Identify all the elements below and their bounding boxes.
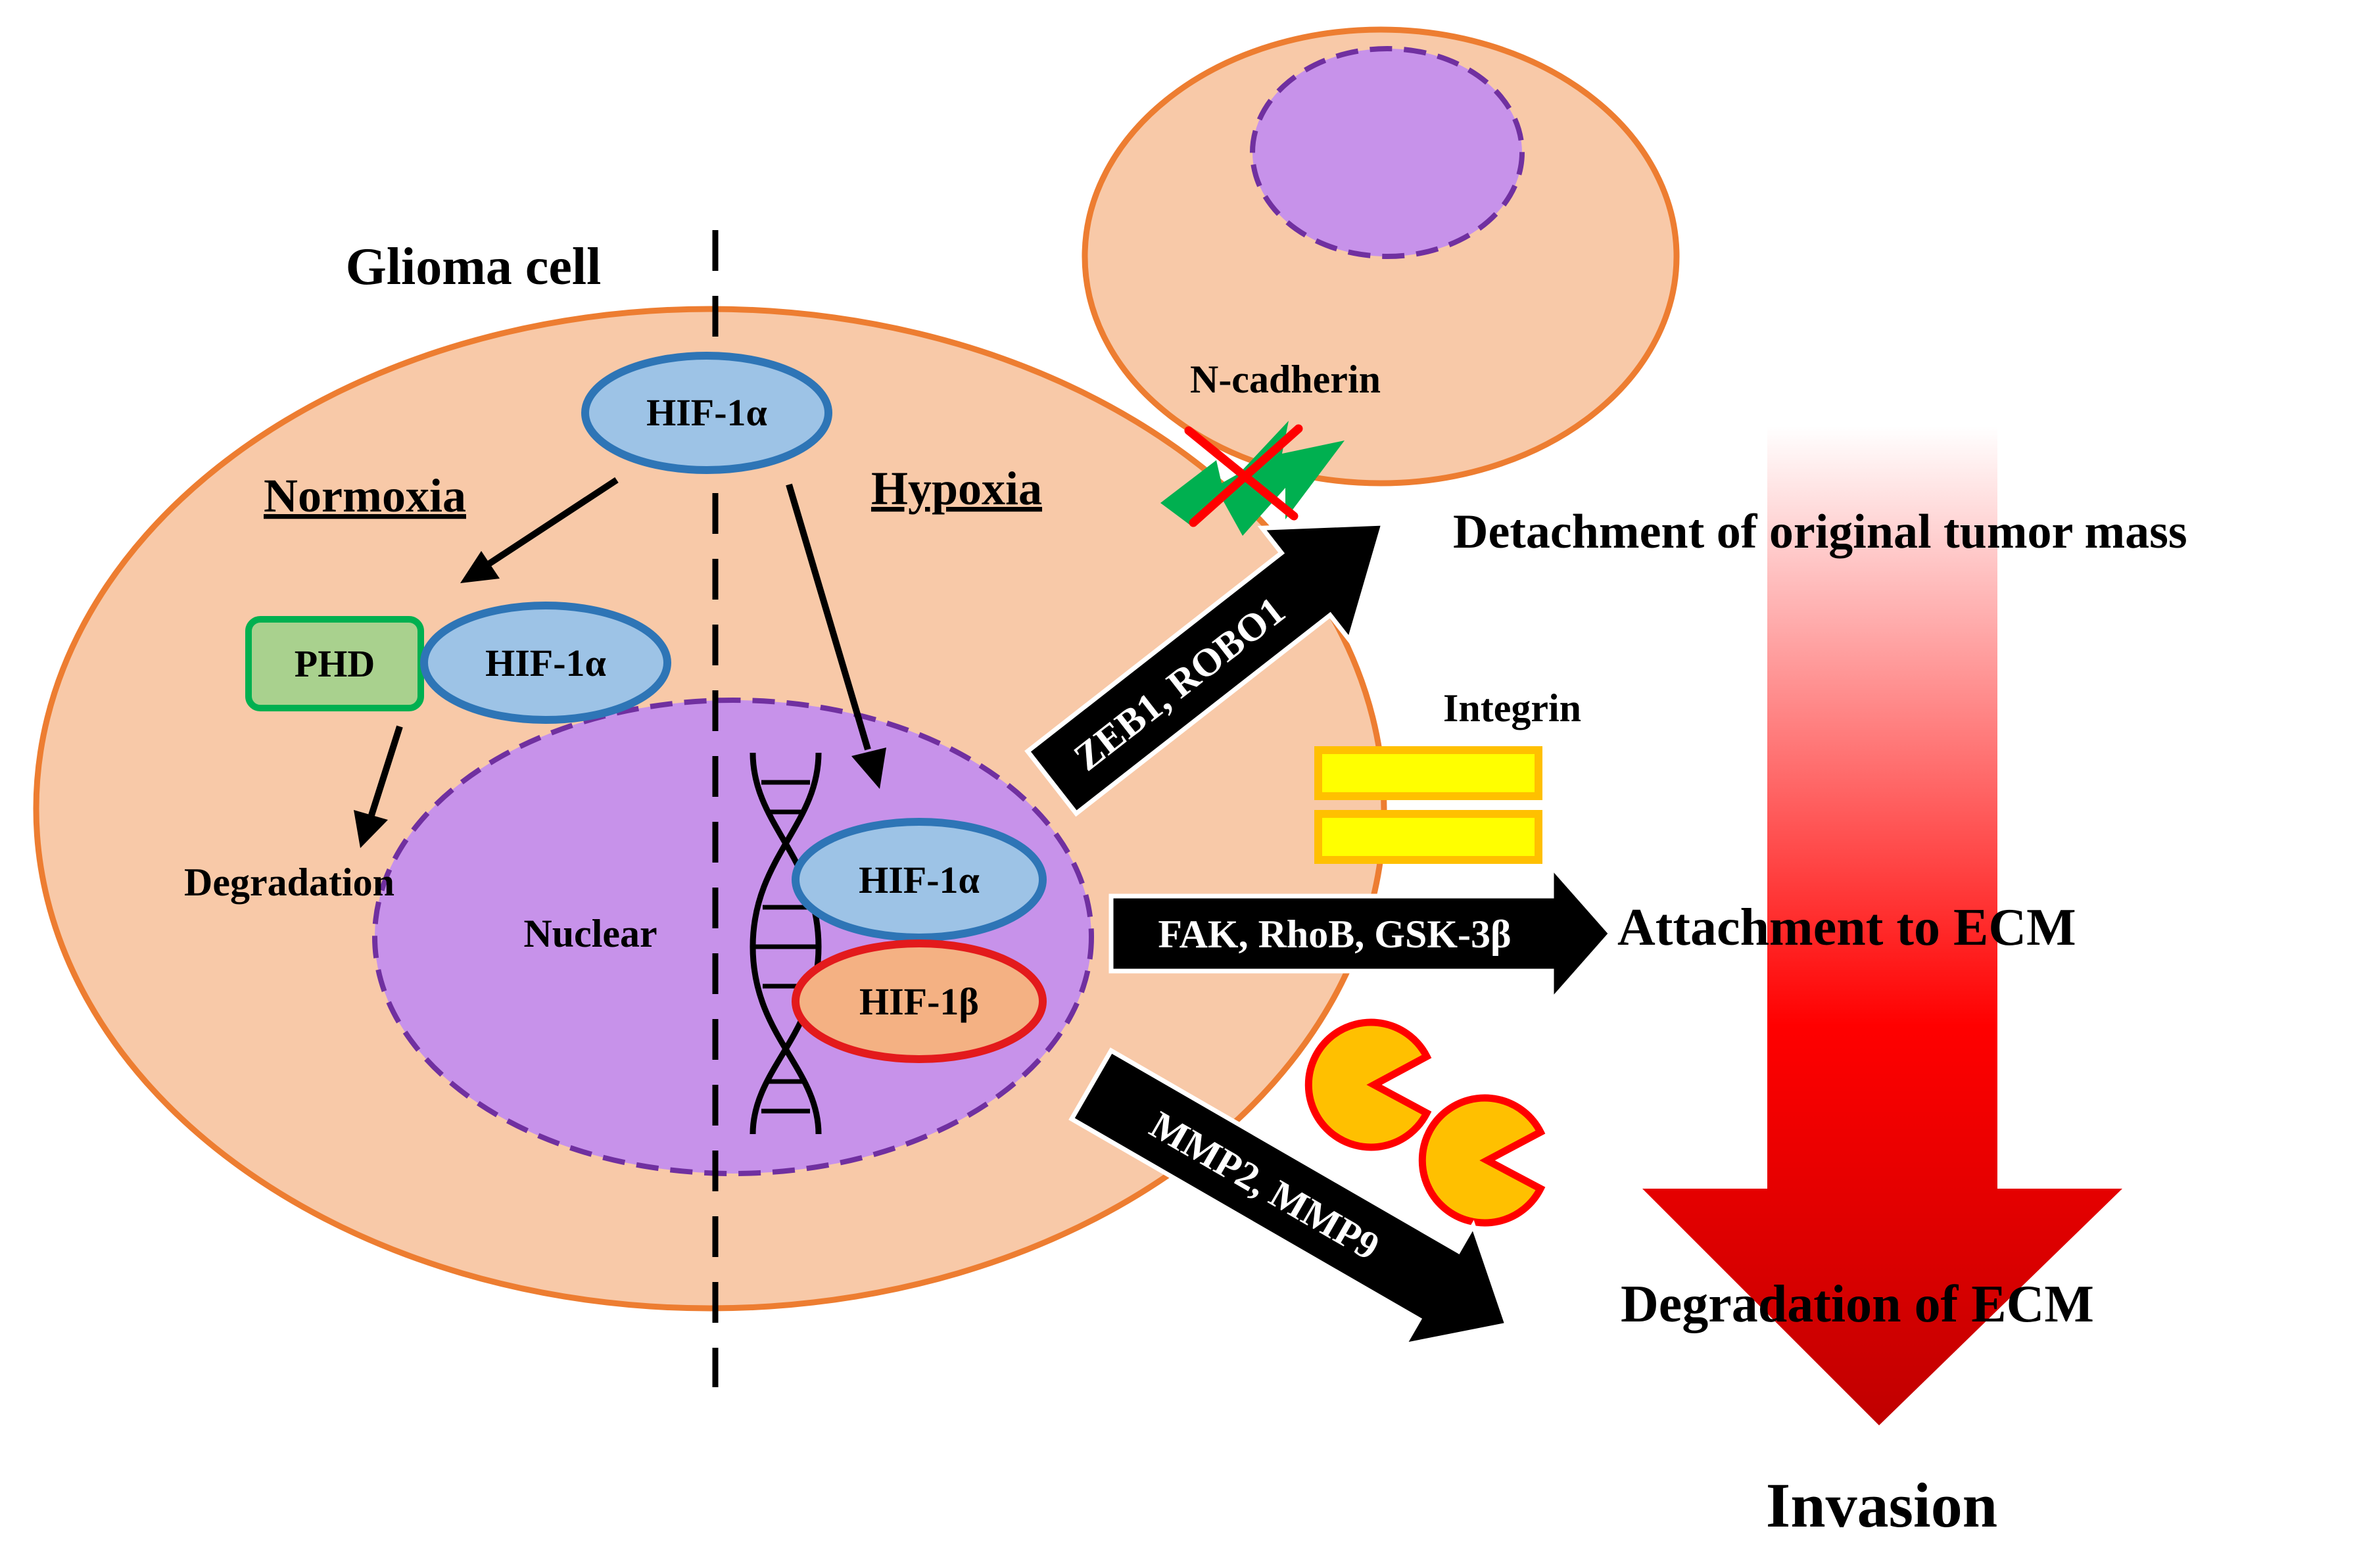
detached-cell — [1082, 26, 1680, 487]
attachment-pathway[interactable]: FAK, RhoB, GSK-3β — [1108, 860, 1614, 1007]
n-cadherin-label: N-cadherin — [1190, 358, 1381, 401]
normoxia-arrows — [354, 477, 619, 848]
hif-nuclear-complex: HIF-1α HIF-1β — [792, 818, 1047, 1063]
detachment-outcome: Detachment of original tumor mass — [1453, 505, 2187, 559]
hif1a-cytoplasm: HIF-1α — [581, 352, 832, 474]
dna-helix-icon — [750, 752, 822, 1135]
hif1a-phd-bound — [420, 602, 671, 724]
phd-label: PHD — [295, 642, 375, 685]
hif1a-nuclear — [792, 818, 1047, 941]
hif1b-nuclear-label: HIF-1β — [859, 980, 979, 1023]
integrin-label: Integrin — [1443, 686, 1581, 730]
degradation-label: Degradation — [184, 861, 394, 904]
attachment-arrow-label: FAK, RhoB, GSK-3β — [1158, 913, 1511, 956]
integrin-bar-icon — [1314, 746, 1542, 864]
hypoxia-label: Hypoxia — [871, 462, 1042, 515]
hif1b-nuclear — [792, 939, 1047, 1063]
nuclear-label: Nuclear — [523, 912, 657, 955]
detached-cell-nucleus — [1250, 46, 1525, 259]
hif1a-top-label: HIF-1α — [646, 391, 767, 434]
mmp-pacman-icon — [1304, 1018, 1546, 1227]
degradation-outcome: Degradation of ECM — [1621, 1275, 2094, 1333]
glioma-cell-label: Glioma cell — [346, 238, 602, 296]
nucleus — [372, 698, 1094, 1176]
invasion-arrow — [1642, 426, 2122, 1425]
n-cadherin-lightning-icon — [1160, 421, 1345, 536]
phd-complex: PHD HIF-1α — [245, 602, 671, 724]
n-cadherin-block-cross-icon — [1184, 424, 1303, 527]
normoxia-label: Normoxia — [264, 469, 466, 522]
hif1a-nuclear-label: HIF-1α — [859, 859, 980, 901]
invasion-label: Invasion — [1766, 1470, 1997, 1540]
hif1a-phd-label: HIF-1α — [485, 642, 606, 684]
attachment-outcome: Attachment to ECM — [1617, 899, 2076, 957]
hypoxia-arrow — [786, 483, 886, 789]
